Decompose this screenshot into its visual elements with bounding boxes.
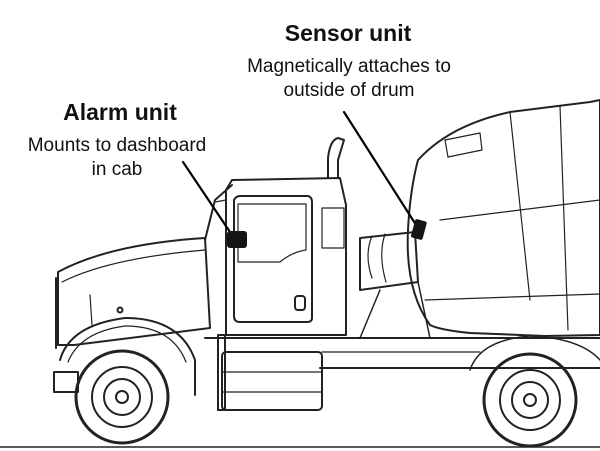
sensor-desc-line-1: Magnetically attaches to: [247, 56, 451, 77]
front-wheel: [74, 349, 170, 445]
sensor-unit-title: Sensor unit: [284, 20, 412, 46]
alarm-device-icon: [227, 231, 247, 248]
alarm-desc-line-1: Mounts to dashboard: [27, 135, 207, 156]
mixer-drum: [406, 99, 600, 337]
exhaust-stack: [327, 137, 345, 179]
rear-wheel: [469, 335, 600, 448]
alarm-unit-title: Alarm unit: [63, 99, 177, 125]
sensor-device-icon: [411, 219, 427, 240]
alarm-leader-line: [181, 160, 236, 240]
windshield: [204, 184, 233, 241]
truck-hood: [55, 237, 211, 349]
front-bumper: [53, 371, 79, 393]
sensor-desc-line-2: outside of drum: [283, 80, 415, 101]
alarm-desc-line-2: in cab: [91, 159, 143, 180]
sensor-unit-description: Magnetically attaches to outside of drum: [210, 55, 488, 103]
sensor-leader-line: [342, 110, 420, 230]
truck-cab: [217, 177, 347, 411]
alarm-unit-description: Mounts to dashboard in cab: [4, 134, 230, 182]
fuel-tank: [221, 351, 323, 411]
front-fender: [59, 317, 196, 396]
